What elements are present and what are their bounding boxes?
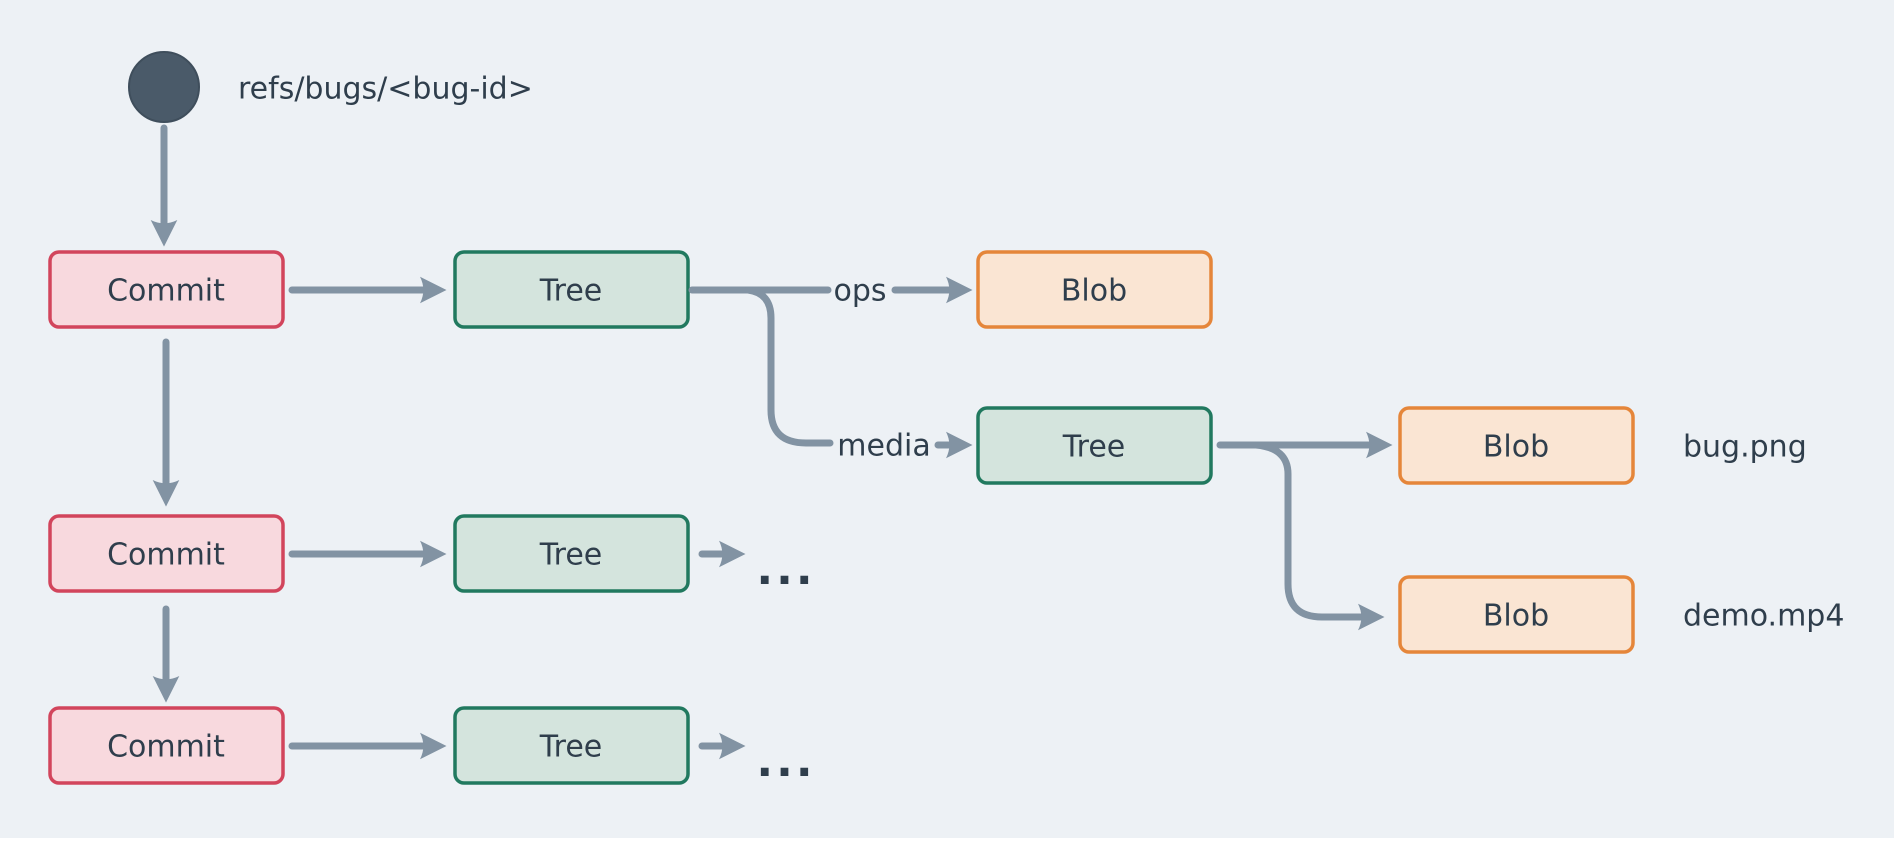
commit3-node	[48, 706, 285, 785]
commit2-node	[48, 514, 285, 593]
blob-bug-node	[1398, 406, 1635, 485]
commit2-label: Commit	[107, 538, 225, 573]
branch-curve-tree1-to-media-label	[744, 286, 834, 447]
tree3-label: Tree	[539, 730, 603, 765]
edge-label-ops: ops	[833, 274, 886, 309]
tree2-node	[453, 514, 690, 593]
blob-ops-label: Blob	[1061, 274, 1127, 309]
ellipsis-row3: ...	[756, 736, 815, 787]
blob-ops-node	[976, 250, 1213, 329]
tree-media-node	[976, 406, 1213, 485]
tree-media-label: Tree	[1062, 430, 1126, 465]
tree2-label: Tree	[539, 538, 603, 573]
blob-demo-label: Blob	[1483, 599, 1549, 634]
commit1-label: Commit	[107, 274, 225, 309]
commit1-node	[48, 250, 285, 329]
bottom-strip	[0, 838, 1894, 844]
blob-bug-label: Blob	[1483, 430, 1549, 465]
blob-demo-node	[1398, 575, 1635, 654]
ref-label: refs/bugs/<bug-id>	[238, 72, 533, 107]
tree1-node	[453, 250, 690, 329]
file-label-demo: demo.mp4	[1683, 599, 1844, 634]
edge-label-media: media	[837, 429, 930, 464]
branch-curve-tree-media-to-blob-demo	[1252, 441, 1385, 631]
tree1-label: Tree	[539, 274, 603, 309]
file-label-bug: bug.png	[1683, 430, 1807, 465]
ellipsis-row2: ...	[756, 544, 815, 595]
ref-circle-icon	[128, 51, 200, 123]
commit3-label: Commit	[107, 730, 225, 765]
tree3-node	[453, 706, 690, 785]
